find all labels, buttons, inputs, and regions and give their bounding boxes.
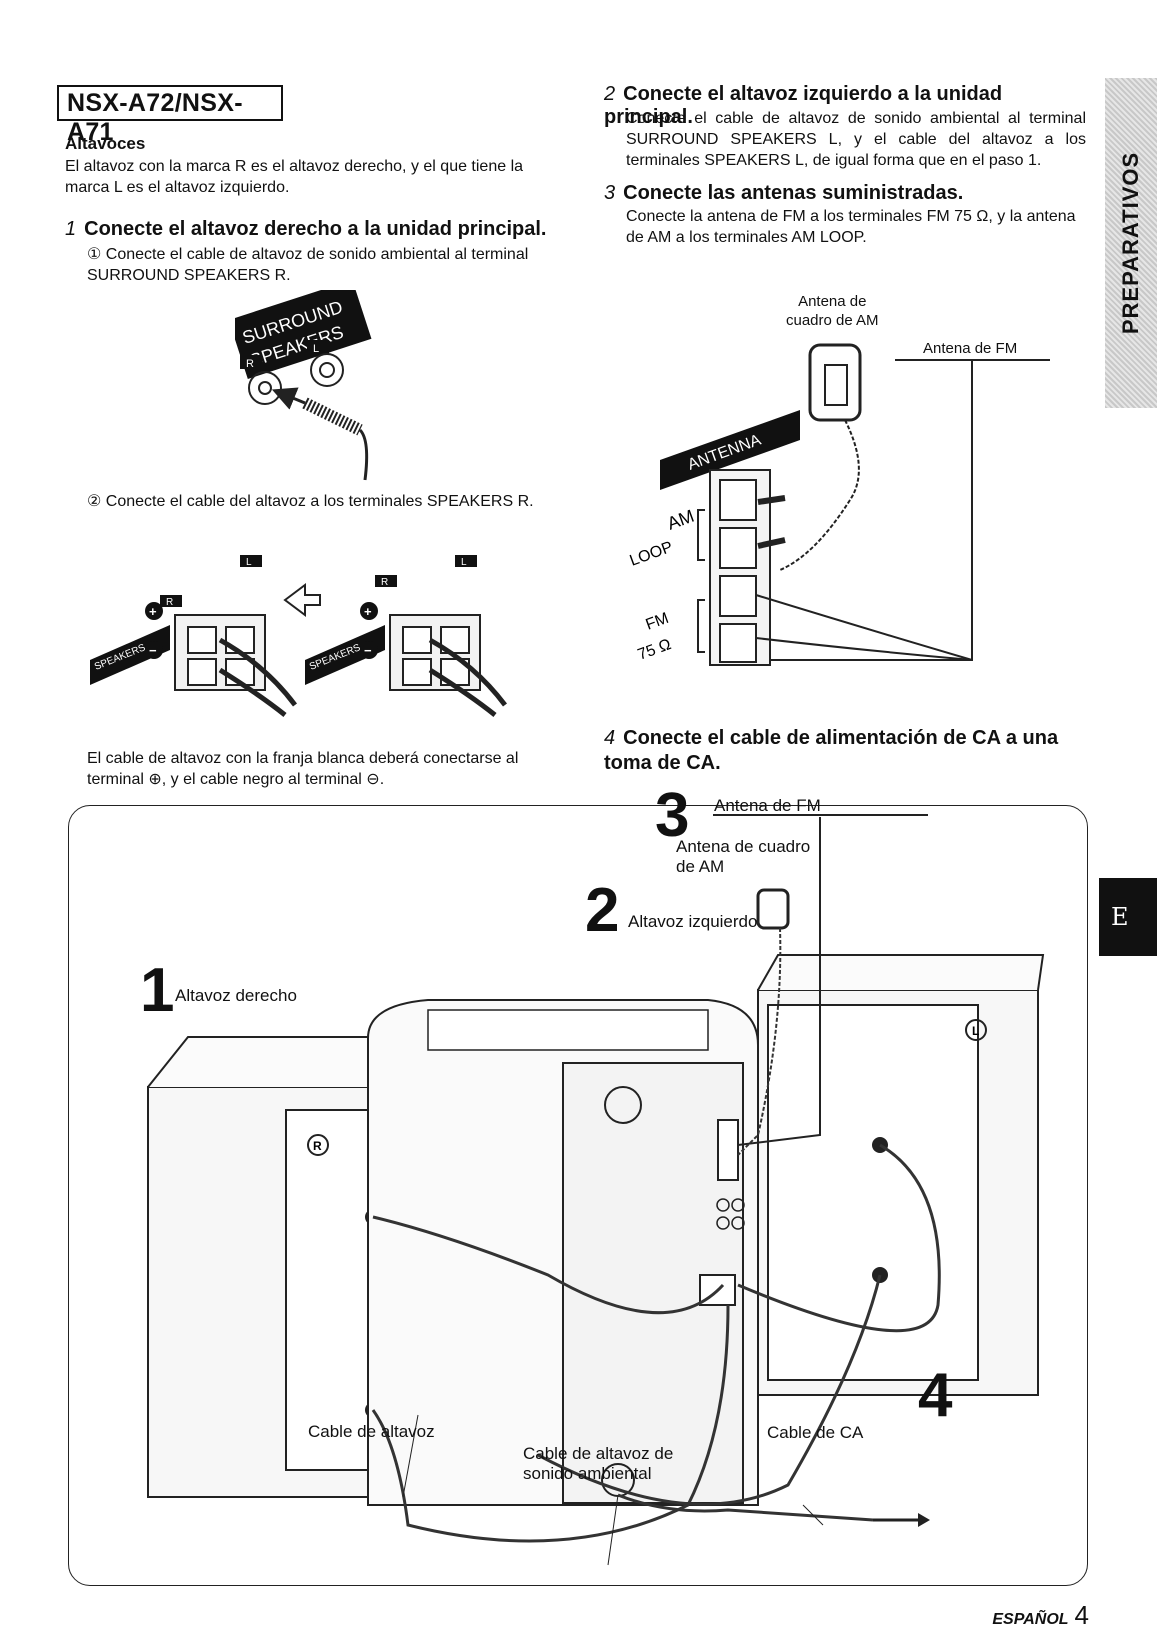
step3-title: 3 Conecte las antenas suministradas. [604, 182, 1084, 205]
ac-cable-label: Cable de CA [767, 1423, 864, 1442]
surround-cable-label: Cable de altavoz de sonido ambiental [523, 1444, 674, 1483]
ac-cable [617, 1493, 874, 1522]
left-speaker: L [757, 954, 1045, 1396]
svg-text:+: + [364, 604, 372, 619]
svg-text:R: R [166, 597, 173, 608]
step1-title-text: Conecte el altavoz derecho a la unidad p… [84, 218, 547, 240]
l-mark: L [313, 343, 319, 355]
r-mark-icon [307, 1134, 329, 1156]
next-arrow [283, 583, 321, 617]
step1-number: 1 [65, 218, 77, 240]
am-antenna-callout: Antena de cuadro de AM [676, 837, 811, 876]
surround-label-plate [235, 290, 372, 379]
am-loop [808, 343, 862, 422]
l-mark-icon [965, 1019, 987, 1041]
am-antenna-label: Antena de cuadro de AM [786, 293, 879, 329]
callout-1: 1 [140, 956, 175, 1025]
step2-text: Conecte el cable de altavoz de sonido am… [626, 110, 1086, 169]
section-tab: PREPARATIVOS [1105, 78, 1157, 408]
svg-text:R: R [381, 577, 388, 588]
am-wire [779, 419, 860, 571]
step2-title-text: Conecte el altavoz izquierdo a la unidad… [604, 83, 1003, 128]
terminal-block-after: R L SPEAKERS + − [305, 555, 507, 717]
left-surround-cable [537, 1274, 882, 1506]
step1-sub2: ② Conecte el cable del altavoz a los ter… [87, 491, 557, 512]
surround-terminal-figure: SURROUND SPEAKERS R L [235, 290, 372, 481]
svg-text:L: L [461, 557, 467, 568]
page-footer: ESPAÑOL 4 [992, 1600, 1089, 1631]
callout-3: 3 [655, 781, 690, 850]
svg-text:−: − [364, 643, 372, 658]
antenna-connection-figure: ANTENNA AM LOOP FM 75 Ω [628, 343, 1050, 666]
fm-antenna-callout: Antena de FM [714, 796, 821, 815]
connection-diagram: R L [147, 814, 1045, 1566]
step1-sub1-text: Conecte el cable de altavoz de sonido am… [87, 246, 529, 284]
step1-sub2-marker: ② [87, 493, 102, 510]
svg-text:L: L [972, 1024, 979, 1038]
section-tab-label: PREPARATIVOS [1118, 151, 1143, 335]
right-speaker-label: Altavoz derecho [175, 986, 297, 1005]
r-jack [248, 371, 282, 405]
step1-sub1: ① Conecte el cable de altavoz de sonido … [87, 244, 557, 286]
svg-text:R: R [313, 1139, 322, 1153]
fm-wire [760, 360, 973, 661]
step4-number: 4 [604, 727, 616, 749]
right-speaker-cable [372, 1215, 725, 1315]
svg-text:+: + [149, 604, 157, 619]
main-unit [367, 999, 759, 1506]
r-mark: R [246, 358, 254, 370]
speaker-terminals-figure: R L SPEAKERS + − R L SPEAKERS + − [90, 555, 507, 717]
surround-cable [371, 1304, 730, 1543]
svg-text:LOOP: LOOP [628, 539, 676, 570]
step1-sub1-marker: ① [87, 246, 102, 263]
svg-text:L: L [246, 557, 252, 568]
svg-text:FM: FM [644, 610, 672, 634]
left-speaker-cable [737, 1143, 941, 1333]
terminal-note: El cable de altavoz con la franja blanca… [87, 748, 567, 790]
speakers-heading: Altavoces [65, 134, 146, 153]
plug [302, 397, 363, 436]
step2-number: 2 [604, 83, 616, 105]
terminal-note-line2: terminal ⊕, y el cable negro al terminal… [87, 771, 385, 788]
left-speaker-label: Altavoz izquierdo [628, 912, 758, 931]
page-number: 4 [1074, 1600, 1089, 1630]
model-title: NSX-A72/NSX-A71 [57, 85, 283, 146]
callout-2: 2 [585, 876, 620, 945]
l-jack [310, 353, 344, 387]
l-mark-plate [307, 340, 329, 354]
svg-text:−: − [149, 643, 157, 658]
step3-title-text: Conecte las antenas suministradas. [623, 182, 964, 204]
r-mark-plate [240, 355, 262, 369]
terminal-block-before: R L SPEAKERS + − [90, 555, 297, 717]
footer-language: ESPAÑOL [992, 1611, 1069, 1628]
callout-4: 4 [918, 1361, 953, 1430]
language-tab: E [1099, 878, 1157, 956]
svg-text:75 Ω: 75 Ω [636, 636, 674, 664]
speaker-cable-label: Cable de altavoz [308, 1422, 435, 1441]
am-loop-icon [756, 888, 790, 930]
step4-title-text: Conecte el cable de alimentación de CA a… [604, 727, 1059, 774]
step1-title: 1 Conecte el altavoz derecho a la unidad … [65, 218, 565, 241]
step1-sub2-text: Conecte el cable del altavoz a los termi… [105, 493, 534, 510]
speakers-text: El altavoz con la marca R es el altavoz … [65, 158, 524, 196]
step3-number: 3 [604, 182, 616, 204]
svg-text:AM: AM [665, 506, 697, 534]
step3-text: Conecte la antena de FM a los terminales… [626, 208, 1076, 246]
terminal-note-line1: El cable de altavoz con la franja blanca… [87, 750, 519, 767]
connection-diagram-frame [68, 805, 1088, 1586]
fm-antenna-label: Antena de FM [923, 340, 1018, 357]
